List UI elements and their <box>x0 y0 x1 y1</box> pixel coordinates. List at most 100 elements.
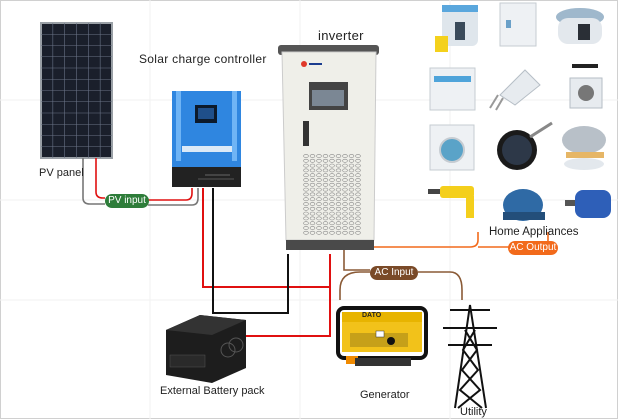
pv-positive-wire <box>95 158 105 199</box>
inverter-vent <box>348 221 355 226</box>
inverter-vent <box>348 173 355 178</box>
battery-pack-label: External Battery pack <box>160 385 265 397</box>
inverter-vent <box>316 168 322 173</box>
inverter-vent <box>309 158 316 163</box>
inverter-vent <box>303 192 309 197</box>
inverter-vent <box>309 163 316 168</box>
inverter-vent <box>335 182 342 187</box>
inverter-vent <box>309 168 316 173</box>
inverter-vent <box>335 178 342 182</box>
inverter-vent <box>342 202 348 206</box>
inverter-vent <box>355 187 361 192</box>
inverter-vent <box>348 178 355 182</box>
inverter-vent <box>303 226 309 230</box>
inverter-vent <box>329 221 335 226</box>
ac-input-badge: AC Input <box>370 266 418 280</box>
inverter-vent <box>322 216 329 221</box>
inverter-vent <box>316 158 322 163</box>
inverter-vent <box>355 163 361 168</box>
inverter-vent <box>348 197 355 202</box>
inverter-vent <box>335 158 342 163</box>
inverter-vent <box>335 154 342 158</box>
inverter-vent <box>316 187 322 192</box>
inverter-vent <box>348 226 355 230</box>
charge-controller-icon <box>172 91 241 187</box>
inverter-vent <box>355 178 361 182</box>
inverter-vent <box>316 197 322 202</box>
inverter-vent <box>355 168 361 173</box>
inverter-vent <box>342 178 348 182</box>
inverter-vent <box>329 206 335 211</box>
ac-output-badge: AC Output <box>508 241 558 255</box>
inverter-vent <box>322 178 329 182</box>
generator-icon <box>336 306 428 366</box>
utility-tower-icon <box>443 304 497 409</box>
generator-label: Generator <box>360 389 410 401</box>
inverter-vent <box>355 230 361 235</box>
inverter-vent <box>342 168 348 173</box>
inverter-vent <box>316 230 322 235</box>
inverter-vent <box>348 168 355 173</box>
inverter-vent <box>309 182 316 187</box>
inverter-vent <box>335 163 342 168</box>
inverter-vent <box>316 216 322 221</box>
inverter-vent <box>355 226 361 230</box>
inverter-vent <box>342 211 348 216</box>
inverter-vent <box>303 163 309 168</box>
inverter-vent <box>322 182 329 187</box>
electric-motor-icon <box>565 190 611 218</box>
power-drill-icon <box>428 186 474 218</box>
inverter-vent <box>309 206 316 211</box>
inverter-vent <box>309 192 316 197</box>
inverter-vent <box>335 221 342 226</box>
inverter-vent <box>335 173 342 178</box>
inverter-vent <box>309 202 316 206</box>
inverter-vent <box>329 173 335 178</box>
inverter-vent <box>335 226 342 230</box>
inverter-vent <box>335 197 342 202</box>
inverter-vent <box>309 154 316 158</box>
inverter-vent <box>303 197 309 202</box>
inverter-vent <box>342 226 348 230</box>
inverter-vent <box>355 216 361 221</box>
battery-pack-icon <box>166 315 246 383</box>
refrigerator-icon <box>499 2 537 47</box>
inverter-vent <box>309 226 316 230</box>
washing-machine-icon <box>429 124 475 171</box>
inverter-vent <box>316 202 322 206</box>
battery-negative-wire <box>212 188 289 314</box>
inverter-vent <box>342 154 348 158</box>
inverter-vent <box>322 211 329 216</box>
inverter-vent <box>329 230 335 235</box>
inverter-vent <box>335 216 342 221</box>
inverter-vent <box>309 187 316 192</box>
juicer-icon <box>435 5 478 52</box>
water-pump-icon <box>503 189 545 221</box>
inverter-vent <box>348 211 355 216</box>
pv-input-badge: PV input <box>105 194 149 208</box>
inverter-vent <box>335 192 342 197</box>
inverter-vent <box>329 226 335 230</box>
inverter-vent <box>329 192 335 197</box>
home-appliances-label: Home Appliances <box>489 226 579 238</box>
inverter-vent <box>342 197 348 202</box>
inverter-vent <box>322 230 329 235</box>
inverter-vent <box>355 158 361 163</box>
inverter-vent <box>309 173 316 178</box>
inverter-vent <box>303 221 309 226</box>
inverter-vent <box>342 216 348 221</box>
inverter-vent <box>342 230 348 235</box>
inverter-vent <box>322 187 329 192</box>
inverter-vent <box>322 163 329 168</box>
inverter-vent <box>348 202 355 206</box>
inverter-vent <box>329 163 335 168</box>
inverter-vent <box>342 221 348 226</box>
inverter-vent <box>303 158 309 163</box>
inverter-vent <box>309 211 316 216</box>
inverter-vent <box>348 154 355 158</box>
inverter-vent <box>316 154 322 158</box>
inverter-vent <box>322 197 329 202</box>
inverter-vent <box>316 221 322 226</box>
inverter-vent <box>348 158 355 163</box>
